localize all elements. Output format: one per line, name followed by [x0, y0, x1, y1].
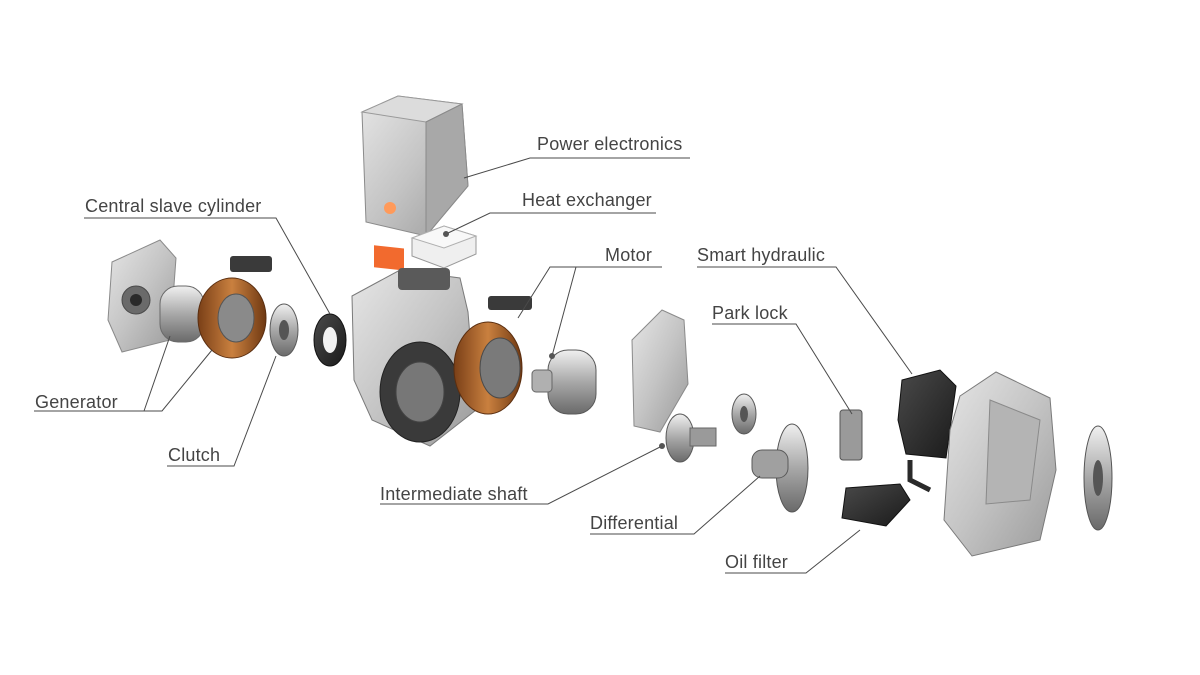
label-clutch: Clutch	[168, 445, 221, 465]
label-park-lock: Park lock	[712, 303, 788, 323]
power-electronics-part	[360, 95, 469, 271]
leader-motor	[517, 266, 662, 319]
leader-clutch	[167, 355, 277, 467]
oil-filter-part	[841, 483, 911, 527]
label-smart-hydraulic: Smart hydraulic	[697, 245, 826, 265]
label-generator: Generator	[35, 392, 118, 412]
leader-differential	[590, 475, 761, 535]
leader-park-lock	[712, 323, 853, 415]
heat-exchanger-part	[410, 225, 478, 269]
generator-stator-part	[197, 256, 272, 359]
intermediate-shaft-part	[665, 413, 717, 463]
label-intermediate-shaft: Intermediate shaft	[380, 484, 528, 504]
label-motor: Motor	[605, 245, 653, 265]
leader-smart-hydraulic	[697, 266, 913, 375]
leader-power-electronics	[463, 157, 690, 179]
generator-cover-part	[107, 239, 177, 353]
label-oil-filter: Oil filter	[725, 552, 789, 572]
smart-hydraulic-part	[897, 369, 957, 493]
clutch-part	[269, 303, 299, 357]
rear-housing-part	[943, 371, 1057, 557]
leader-intermediate-shaft	[380, 445, 663, 505]
middle-plate-part	[631, 309, 689, 433]
label-heat-exchanger: Heat exchanger	[522, 190, 652, 210]
bearing-part	[731, 393, 757, 435]
leader-lines	[34, 157, 913, 574]
generator-rotor-part	[159, 285, 205, 343]
leader-motor-rotor	[551, 266, 662, 357]
leader-heat-exchanger	[445, 212, 656, 235]
label-differential: Differential	[590, 513, 679, 533]
label-central-slave-cylinder: Central slave cylinder	[85, 196, 262, 216]
leader-oil-filter	[725, 529, 861, 574]
leader-generator-2	[122, 349, 213, 412]
end-flange-part	[1083, 425, 1113, 531]
differential-part	[751, 423, 809, 513]
motor-rotor-part	[531, 349, 597, 415]
leader-central-slave-cylinder	[84, 217, 331, 315]
motor-stator-part	[453, 296, 532, 415]
park-lock-part	[839, 409, 863, 461]
central-slave-cylinder-part	[313, 313, 347, 367]
label-power-electronics: Power electronics	[537, 134, 683, 154]
main-housing-part	[351, 268, 477, 447]
